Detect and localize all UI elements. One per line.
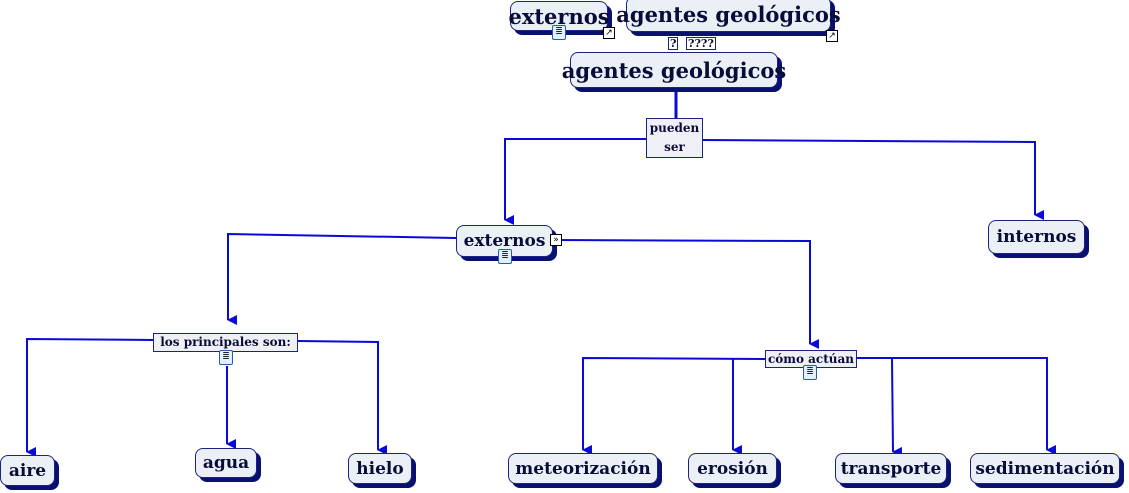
concept-label: aire	[8, 460, 47, 481]
line-to-internos	[702, 139, 1044, 220]
document-icon[interactable]: ≣	[498, 249, 512, 264]
concept-label: hielo	[356, 458, 404, 479]
line-to-principales	[227, 232, 457, 325]
concept-label: sedimentación	[975, 458, 1115, 479]
document-icon[interactable]: ≣	[219, 350, 233, 365]
line-to-como-actuan	[552, 239, 819, 349]
concept-label: externos	[463, 231, 546, 251]
line-to-meteorizacion	[582, 356, 766, 455]
concept-label: agentes geológicos	[561, 57, 787, 83]
expand-icon[interactable]: »	[550, 234, 562, 246]
ghost-node-label: agentes geológicos	[616, 1, 841, 27]
concept-label: transporte	[840, 458, 942, 479]
link-label: los principales son:	[160, 335, 291, 349]
link-pueden-ser[interactable]: pueden ser	[646, 118, 703, 158]
line-to-transporte	[891, 357, 903, 457]
concept-sedimentacion[interactable]: sedimentación	[970, 453, 1120, 484]
concept-label: internos	[996, 227, 1077, 247]
document-icon[interactable]: ≣	[803, 365, 817, 380]
concept-hielo[interactable]: hielo	[348, 453, 412, 484]
concept-meteorizacion[interactable]: meteorización	[508, 453, 658, 484]
shortcut-arrow-icon[interactable]: ↗	[603, 27, 615, 39]
link-label: ser	[664, 140, 685, 154]
concept-agua[interactable]: agua	[195, 448, 257, 478]
ghost-node-overlay-label: externos	[508, 3, 610, 29]
link-placeholder[interactable]: ????	[686, 37, 716, 50]
line-to-sedimentacion	[857, 357, 1056, 455]
line-to-hielo	[297, 340, 387, 455]
ghost-node-agentes-geologicos[interactable]: agentes geológicos	[616, 0, 841, 32]
concept-aire[interactable]: aire	[0, 455, 55, 486]
concept-label: agua	[202, 453, 250, 473]
concept-label: meteorización	[515, 458, 651, 479]
concept-internos[interactable]: internos	[988, 220, 1085, 254]
link-label: pueden	[649, 121, 700, 135]
concept-transporte[interactable]: transporte	[835, 453, 947, 484]
concept-agentes-geologicos[interactable]: agentes geológicos	[562, 52, 786, 88]
link-label: cómo actúan	[767, 352, 855, 366]
concept-erosion[interactable]: erosión	[688, 453, 777, 484]
shortcut-arrow-icon[interactable]: ↗	[826, 30, 838, 42]
concept-label: erosión	[697, 458, 768, 479]
document-icon[interactable]: ≣	[552, 25, 566, 40]
link-placeholder[interactable]: ?	[668, 37, 679, 50]
link-los-principales-son[interactable]: los principales son:	[153, 333, 298, 352]
line-to-aire	[26, 337, 154, 457]
line-to-externos	[504, 138, 646, 225]
